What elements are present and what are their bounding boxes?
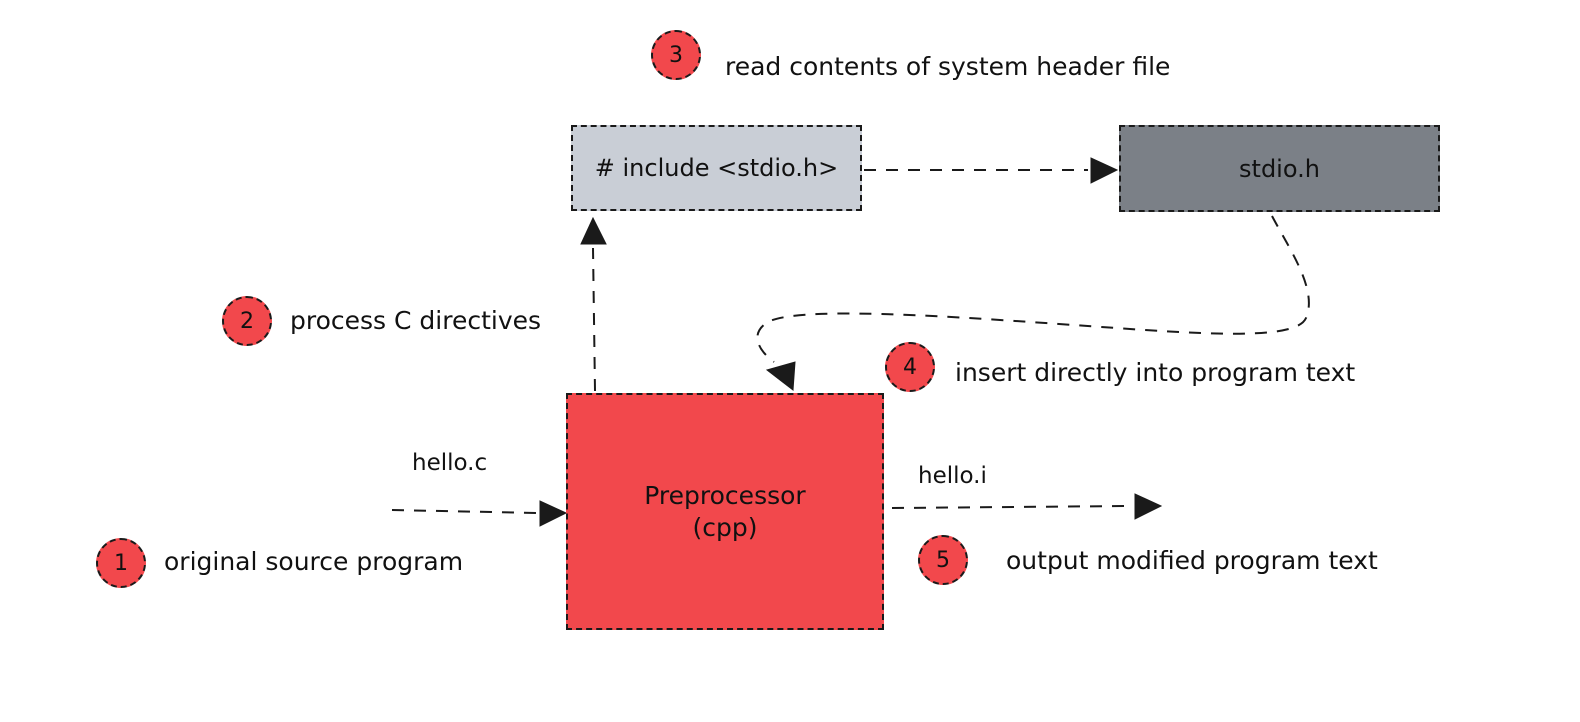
output-arrow-line xyxy=(891,505,1129,509)
input-file-label: hello.c xyxy=(412,450,488,476)
step-1-caption: original source program xyxy=(164,547,464,576)
step-1-number: 1 xyxy=(114,550,128,576)
step-3-number: 3 xyxy=(669,42,683,68)
output-arrowhead xyxy=(1134,493,1163,520)
insert-arrowhead xyxy=(765,361,796,391)
stdio-header-box: stdio.h xyxy=(1119,125,1440,212)
insert-arrow-line xyxy=(756,215,1310,363)
include-directive-box: # include <stdio.h> xyxy=(571,125,862,211)
step-3-caption: read contents of system header file xyxy=(725,52,1171,81)
step-4-badge: 4 xyxy=(885,342,935,392)
process-arrow-line xyxy=(592,247,596,392)
stdio-header-label: stdio.h xyxy=(1239,154,1320,183)
step-5-caption: output modified program text xyxy=(1006,546,1378,575)
preprocessor-title: Preprocessor xyxy=(644,480,806,510)
step-4-number: 4 xyxy=(903,354,917,380)
read-arrowhead xyxy=(1090,157,1119,184)
step-4-caption: insert directly into program text xyxy=(955,358,1356,387)
input-arrow-line xyxy=(391,509,539,514)
step-2-badge: 2 xyxy=(222,296,272,346)
step-2-caption: process C directives xyxy=(290,306,542,335)
output-file-label: hello.i xyxy=(918,463,987,489)
step-3-badge: 3 xyxy=(651,30,701,80)
step-1-badge: 1 xyxy=(96,538,146,588)
preprocessor-box: Preprocessor (cpp) xyxy=(566,393,884,630)
step-2-number: 2 xyxy=(240,308,254,334)
step-5-badge: 5 xyxy=(918,535,968,585)
include-directive-label: # include <stdio.h> xyxy=(594,154,839,182)
step-5-number: 5 xyxy=(936,547,950,573)
preprocessor-subtitle: (cpp) xyxy=(692,512,758,542)
input-arrowhead xyxy=(539,500,568,527)
process-arrowhead xyxy=(580,216,607,245)
